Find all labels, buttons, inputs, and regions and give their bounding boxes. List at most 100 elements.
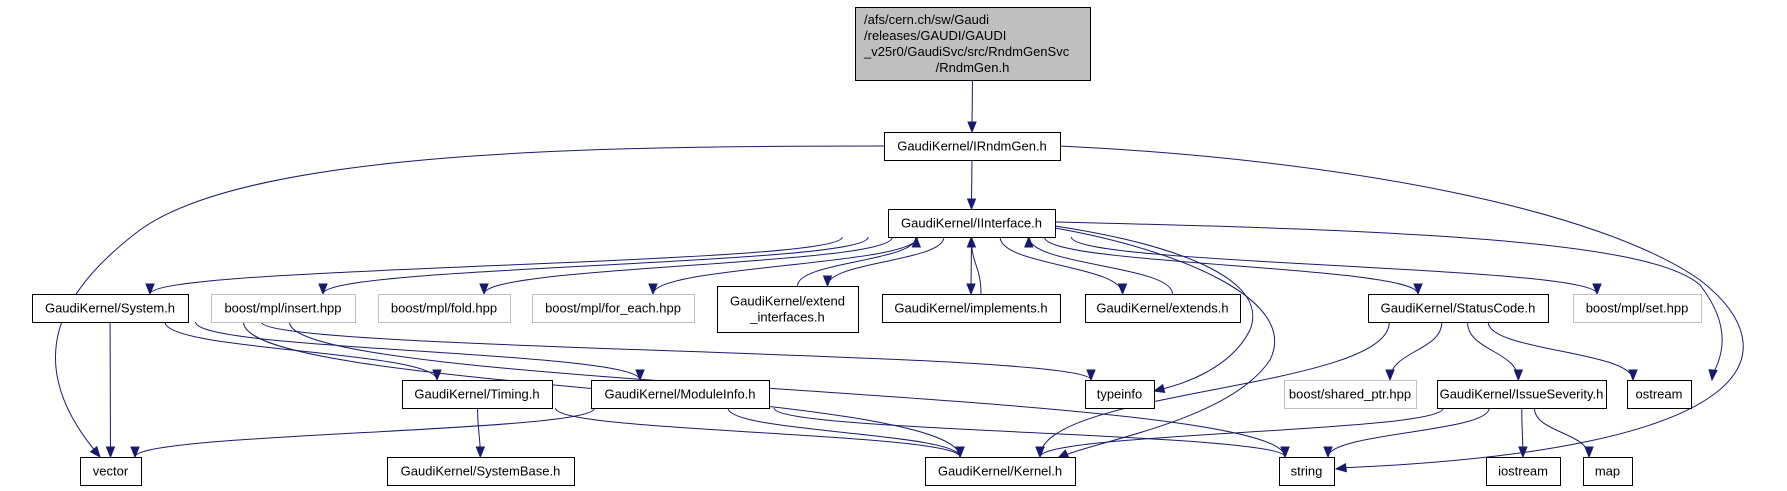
node-shared-ptr: boost/shared_ptr.hpp <box>1284 380 1417 409</box>
node-label: map <box>1595 464 1620 479</box>
edge-line <box>773 407 1286 458</box>
node-moduleinfo[interactable]: GaudiKernel/ModuleInfo.h <box>591 380 770 409</box>
edge-line <box>134 407 596 458</box>
node-box <box>532 294 695 323</box>
node-extends[interactable]: GaudiKernel/extends.h <box>1085 294 1241 323</box>
node-box <box>378 294 511 323</box>
arrowhead-icon <box>966 283 976 296</box>
edge-timing-to-systembase <box>475 407 486 459</box>
node-issueseverity[interactable]: GaudiKernel/IssueSeverity.h <box>1437 380 1607 409</box>
node-fold: boost/mpl/fold.hpp <box>378 294 511 323</box>
node-label: vector <box>93 464 129 479</box>
node-typeinfo[interactable]: typeinfo <box>1085 380 1155 409</box>
arrowhead-icon <box>1518 446 1528 459</box>
node-box <box>32 294 189 323</box>
edge-iinterface-to-extends <box>999 236 1128 296</box>
edge-iinterface-to-ostream <box>1054 221 1723 382</box>
edge-line <box>797 236 917 287</box>
edge-line <box>1039 407 1444 458</box>
node-timing[interactable]: GaudiKernel/Timing.h <box>402 380 553 409</box>
edge-line <box>1028 236 1173 295</box>
edge-line <box>1054 227 1276 458</box>
node-box <box>1486 457 1561 486</box>
edge-irndmgen-to-vector <box>54 145 885 459</box>
node-label: /releases/GAUDI/GAUDI <box>864 28 1006 43</box>
edge-line <box>260 321 1092 381</box>
edge-line <box>1487 321 1634 381</box>
node-label: GaudiKernel/System.h <box>45 301 175 316</box>
node-label: typeinfo <box>1097 387 1143 402</box>
node-iinterface[interactable]: GaudiKernel/IInterface.h <box>888 209 1056 238</box>
edge-issueseverity-to-string <box>1323 407 1490 459</box>
edge-statuscode-to-shared-ptr <box>1385 321 1443 382</box>
node-label: GaudiKernel/IRndmGen.h <box>897 139 1047 154</box>
node-box <box>925 457 1076 486</box>
node-box <box>1627 380 1692 409</box>
arrowhead-icon <box>130 446 140 459</box>
arrowhead-icon <box>1024 235 1034 248</box>
node-label: boost/shared_ptr.hpp <box>1289 387 1411 402</box>
node-ostream[interactable]: ostream <box>1627 380 1692 409</box>
edge-system-to-timing <box>164 321 442 382</box>
node-implements[interactable]: GaudiKernel/implements.h <box>882 294 1061 323</box>
node-system[interactable]: GaudiKernel/System.h <box>32 294 189 323</box>
edge-irndmgen-to-iinterface <box>966 159 977 211</box>
edge-statuscode-to-ostream <box>1487 321 1638 382</box>
node-string[interactable]: string <box>1279 457 1335 486</box>
edge-line <box>164 321 438 381</box>
node-root: /afs/cern.ch/sw/Gaudi/releases/GAUDI/GAU… <box>855 7 1091 81</box>
edge-iinterface-to-for-each <box>648 236 919 296</box>
node-box <box>717 286 859 333</box>
node-label: iostream <box>1498 464 1548 479</box>
edges-layer <box>54 79 1744 473</box>
arrowhead-icon <box>1035 446 1045 459</box>
edge-line <box>195 321 641 381</box>
node-box <box>855 7 1091 81</box>
edge-extends-to-iinterface <box>1024 235 1173 295</box>
edge-implements-to-iinterface <box>966 235 982 295</box>
edge-extend-interfaces-to-iinterface <box>797 235 922 287</box>
node-box <box>1583 457 1633 486</box>
node-systembase[interactable]: GaudiKernel/SystemBase.h <box>387 457 575 486</box>
node-kernel[interactable]: GaudiKernel/Kernel.h <box>925 457 1076 486</box>
node-box <box>884 132 1061 161</box>
node-box <box>1284 380 1417 409</box>
edge-iinterface-to-typeinfo <box>1054 225 1254 394</box>
node-vector[interactable]: vector <box>80 457 142 486</box>
edge-line <box>1039 321 1390 458</box>
edge-system-to-moduleinfo <box>195 321 645 382</box>
node-box <box>1437 380 1607 409</box>
edge-iinterface-to-system <box>145 236 843 296</box>
arrowhead-icon <box>1152 383 1166 394</box>
node-label: boost/mpl/insert.hpp <box>224 301 341 316</box>
node-label: GaudiKernel/implements.h <box>894 301 1047 316</box>
node-label: GaudiKernel/Timing.h <box>414 387 539 402</box>
edge-iinterface-to-set <box>1070 236 1602 296</box>
edge-iinterface-to-extend-interfaces <box>822 236 945 288</box>
node-label: GaudiKernel/SystemBase.h <box>401 464 561 479</box>
arrowhead-icon <box>967 121 977 134</box>
arrowhead-icon <box>1708 369 1718 382</box>
node-extend-interfaces[interactable]: GaudiKernel/extend_interfaces.h <box>717 286 859 333</box>
edge-line <box>652 236 919 295</box>
arrowhead-icon <box>966 235 977 248</box>
edge-iinterface-to-fold <box>479 236 893 296</box>
arrowhead-icon <box>1334 462 1348 473</box>
arrowhead-icon <box>648 283 658 296</box>
arrowhead-icon <box>1117 283 1128 296</box>
node-irndmgen[interactable]: GaudiKernel/IRndmGen.h <box>884 132 1061 161</box>
node-label: boost/mpl/set.hpp <box>1586 301 1689 316</box>
node-statuscode[interactable]: GaudiKernel/StatusCode.h <box>1368 294 1549 323</box>
edge-irndmgen-to-string <box>1059 145 1744 473</box>
node-label: /RndmGen.h <box>936 60 1010 75</box>
edge-line <box>1043 236 1419 295</box>
node-iostream[interactable]: iostream <box>1486 457 1561 486</box>
node-box <box>1573 294 1702 323</box>
node-for-each: boost/mpl/for_each.hpp <box>532 294 695 323</box>
node-box <box>591 380 770 409</box>
edge-line <box>1327 407 1490 458</box>
edge-issueseverity-to-map <box>1533 407 1594 459</box>
edge-line <box>1059 145 1744 469</box>
node-map[interactable]: map <box>1583 457 1633 486</box>
